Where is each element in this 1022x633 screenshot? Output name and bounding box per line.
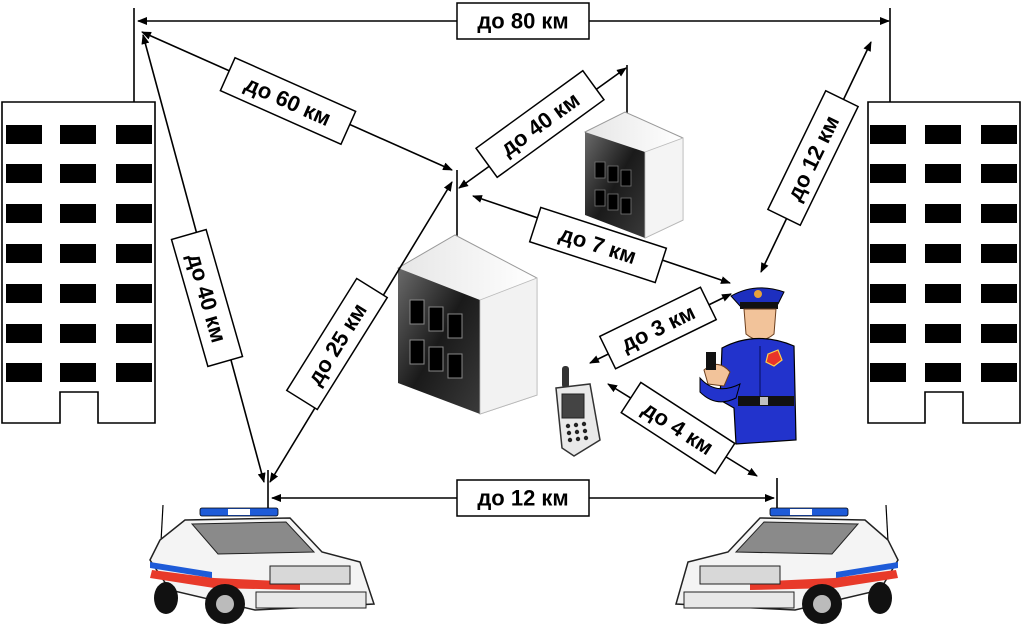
label-left-vertical: до 40 км: [170, 228, 244, 368]
label-officer-phone: до 3 км: [598, 286, 718, 370]
label-server-link: до 40 км: [474, 69, 606, 179]
label-car-link: до 25 км: [285, 277, 389, 411]
police-car-left-icon: [149, 470, 376, 624]
small-server-icon: [584, 65, 684, 239]
label-right-tower: до 12 км: [766, 89, 860, 227]
label-top: до 80 км: [456, 2, 590, 40]
police-officer-icon: [699, 287, 797, 445]
label-left-diag: до 60 км: [219, 56, 357, 146]
label-bottom: до 12 км: [456, 479, 590, 517]
right-building-icon: [867, 8, 1021, 424]
label-top-text: до 80 км: [477, 9, 568, 34]
main-server-icon: [397, 170, 538, 415]
mobile-radio-icon: [555, 366, 601, 457]
police-car-right-icon: [675, 478, 899, 624]
left-building-icon: [1, 8, 156, 424]
label-bottom-text: до 12 км: [477, 486, 568, 511]
